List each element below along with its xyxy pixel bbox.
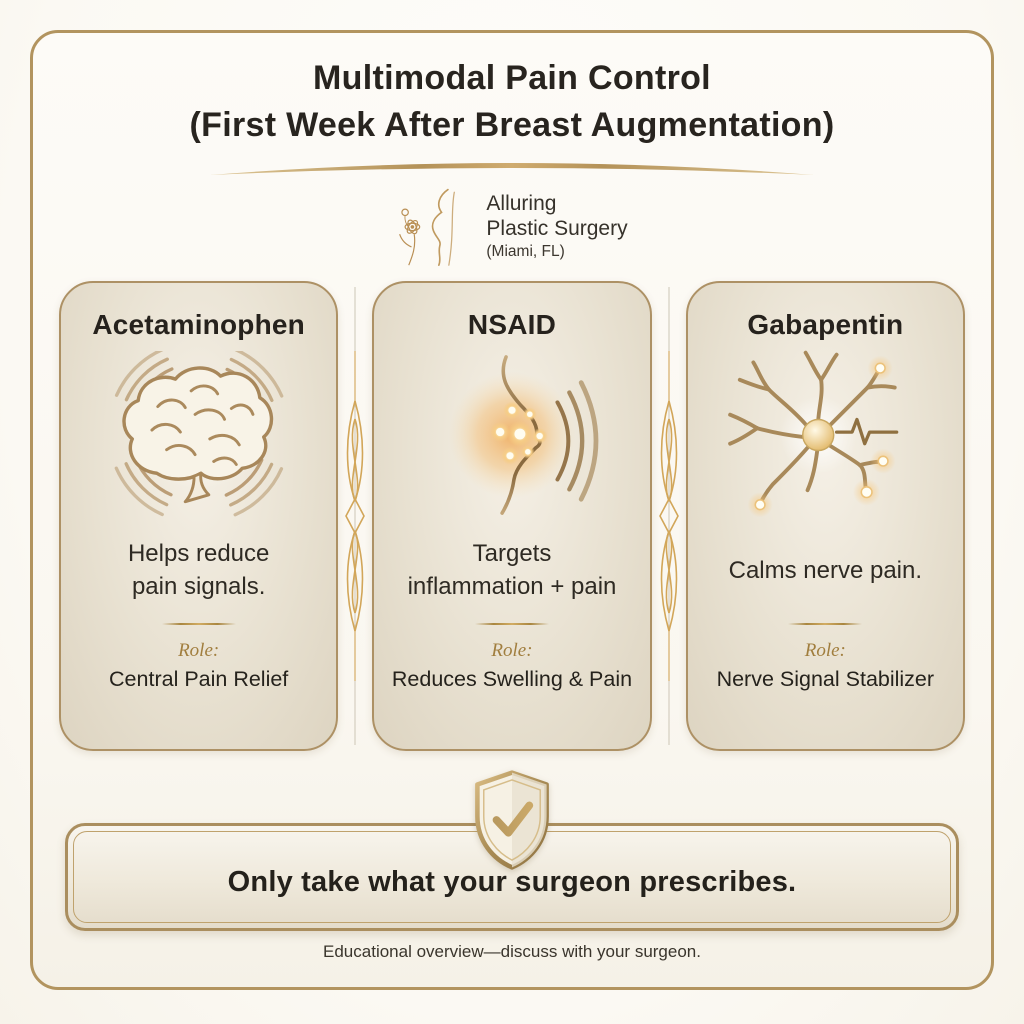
card-icon-box	[688, 341, 963, 529]
description-line: Calms nerve pain.	[728, 556, 923, 584]
card-description: Calms nerve pain.	[688, 529, 963, 613]
card-title: Gabapentin	[747, 308, 904, 340]
description-line: inflammation + pain	[407, 572, 617, 600]
brand-name-line1: Alluring	[486, 191, 557, 215]
ornamental-divider	[652, 281, 686, 751]
brand-location: (Miami, FL)	[486, 242, 565, 260]
divider-ornament-icon	[658, 286, 679, 745]
outer-gold-border: Multimodal Pain Control (First Week Afte…	[30, 30, 994, 990]
page-title-line1: Multimodal Pain Control	[313, 59, 711, 97]
medication-cards: Acetaminophen	[33, 280, 991, 751]
card-title: Acetaminophen	[92, 308, 305, 340]
card-gabapentin: Gabapentin	[685, 280, 965, 751]
brand-text: Alluring Plastic Surgery (Miami, FL)	[486, 191, 627, 261]
description-line: Targets	[472, 540, 552, 568]
role-value: Reduces Swelling & Pain	[391, 666, 633, 691]
role-value: Central Pain Relief	[109, 666, 289, 691]
header: Multimodal Pain Control (First Week Afte…	[190, 55, 835, 149]
gold-divider-line	[788, 622, 863, 625]
nerve-neuron-icon	[728, 350, 899, 518]
advisory-banner-area: Only take what your surgeon prescribes.	[33, 769, 991, 931]
card-description: Helps reduce pain signals.	[61, 529, 336, 613]
card-icon-box	[61, 341, 336, 529]
role-label: Role:	[491, 639, 533, 661]
brain-pain-waves-icon	[106, 350, 291, 519]
description-line: pain signals.	[131, 572, 266, 600]
card-icon-box	[374, 341, 649, 529]
role-value: Nerve Signal Stabilizer	[716, 666, 935, 691]
glow-endpoints	[747, 355, 897, 518]
ornamental-divider	[338, 281, 372, 751]
breast-inflammation-icon	[448, 354, 599, 515]
card-description: Targets inflammation + pain	[374, 529, 649, 613]
divider-ornament-icon	[345, 286, 366, 745]
female-silhouette-flower-icon	[399, 188, 456, 266]
gold-divider-line	[474, 622, 549, 625]
shield-check-icon	[475, 770, 549, 870]
card-acetaminophen: Acetaminophen	[59, 280, 339, 751]
brand-name-line2: Plastic Surgery	[486, 217, 628, 241]
role-label: Role:	[178, 639, 220, 661]
page-title-line2: (First Week After Breast Augmentation)	[189, 105, 835, 144]
brand-lockup: Alluring Plastic Surgery (Miami, FL)	[396, 185, 628, 267]
gold-divider-line	[161, 622, 236, 625]
footer-disclaimer: Educational overview—discuss with your s…	[323, 941, 701, 961]
gold-swoosh-divider	[210, 162, 814, 175]
banner-message: Only take what your surgeon prescribes.	[227, 866, 797, 899]
role-label: Role:	[804, 639, 846, 661]
card-nsaid: NSAID	[372, 280, 652, 751]
card-title: NSAID	[467, 308, 557, 340]
description-line: Helps reduce	[127, 540, 270, 568]
